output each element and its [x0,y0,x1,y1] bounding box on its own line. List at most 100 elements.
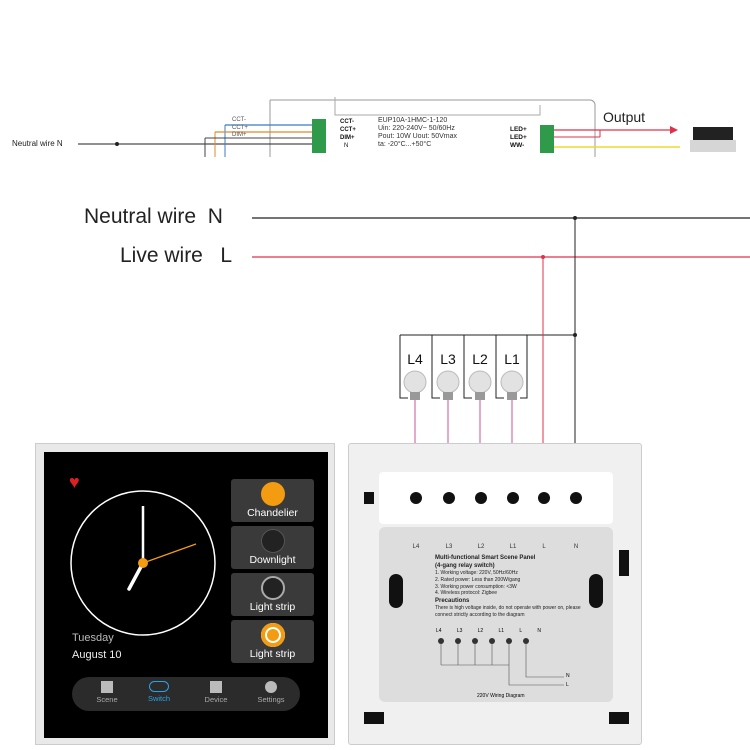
terminal-label: L3 [445,544,453,550]
terminal-label: N [573,544,579,550]
nav-label: Device [204,695,228,704]
diagram-caption: 220V Wiring Diagram [477,693,525,699]
wire-label-dim-plus: DIM+ [232,131,247,138]
precautions-title: Precautions [435,598,470,605]
spec-line: 1. Working voltage: 220V, 50Hz/60Hz [435,570,518,577]
nav-device[interactable]: Device [191,681,241,704]
mini-label: L4 [436,628,442,634]
driver-label: EUP10A-1HMC-1-120 Uin: 220-240V~ 50/60Hz… [378,117,457,149]
downlight-icon [260,529,285,553]
chandelier-icon [260,482,285,506]
neutral-label-text: Neutral wire [84,205,197,228]
smart-panel-back: L4 L3 L2 L1 L N Multi-functional Smart S… [348,443,642,745]
spec-subtitle: (4-gang relay switch) [435,563,495,570]
top-diagram: Neutral wire N CCT- CCT+ DIM+ CCT- CCT+ … [0,95,750,157]
label-area [379,527,613,702]
driver-spec: Uin: 220-240V~ 50/60Hz [378,125,455,132]
mini-terminal-labels: L4 L3 L2 L1 L N [436,628,541,634]
terminal-label: L [542,544,546,550]
nav-switch[interactable]: Switch [134,681,184,703]
spec-line: 4. Wireless protocol: Zigbee [435,590,497,597]
clip [619,550,629,576]
mini-line-n: N [566,673,570,679]
driver-spec: Pout: 10W Uout: 50Vmax [378,133,457,140]
mini-label: N [537,628,541,634]
terminal-n [570,492,582,504]
bulb-label-l2: L2 [472,351,488,367]
mini-label: L [519,628,523,634]
tile-label: Downlight [249,554,296,566]
output-label: Output [603,109,646,125]
gear-icon [265,681,277,693]
top-diagram-drawing [78,97,736,157]
nav-scene[interactable]: Scene [82,681,132,704]
tile-chandelier[interactable]: Chandelier [231,479,314,522]
wire-label-cct-plus: CCT+ [232,124,248,131]
driver-terminal: CCT+ [340,127,356,133]
tile-light-strip-1[interactable]: Light strip [231,573,314,616]
spec-line: 3. Working power consumption: <3W [435,583,517,590]
output-terminal: LED+ [510,126,527,133]
clip [364,492,374,504]
terminal-l2 [475,492,487,504]
nav-settings[interactable]: Settings [246,681,296,704]
second-hand [142,543,197,564]
bottom-nav: Scene Switch Device Settings [72,677,300,711]
neutral-wire-label-small: Neutral wire N [12,139,63,148]
terminal-l3 [443,492,455,504]
tile-downlight[interactable]: Downlight [231,526,314,569]
day-label: Tuesday [72,632,114,644]
mini-label: L3 [456,628,463,634]
mini-line-l: L [566,682,569,688]
driver-terminal: CCT- [340,119,354,125]
mini-wiring-diagram [438,638,564,686]
nav-label: Scene [96,695,118,704]
live-letter: L [220,244,233,267]
clip [609,712,629,724]
analog-clock [70,490,216,636]
nav-label: Switch [147,694,171,703]
output-terminal-block: LED+ LED+ WW- [510,126,527,150]
nav-label: Settings [257,695,285,704]
heart-icon[interactable]: ♥ [69,472,80,492]
live-wire-label: Live wire L [120,244,232,268]
spec-label: Multi-functional Smart Scene Panel (4-ga… [435,554,585,619]
spec-line: 2. Rated power: Less than 200W/gang [435,576,521,583]
mini-label: L2 [477,628,484,634]
terminal-l4 [410,492,422,504]
tile-label: Light strip [249,601,296,613]
terminal-label: L1 [509,544,517,550]
output-terminal: WW- [510,142,525,149]
mini-label: L1 [498,628,505,634]
tile-light-strip-2[interactable]: Light strip [231,620,314,663]
terminal-label: L4 [412,544,420,550]
terminal-l [538,492,550,504]
tile-label: Light strip [249,648,296,660]
live-label-text: Live wire [120,244,203,267]
touch-screen: ♥ Tuesday August 10 Chandelier Downlight… [44,452,328,738]
grid-icon [101,681,113,693]
wire-label-cct-minus: CCT- [232,117,246,123]
mount-slot [389,574,403,608]
terminal-l1 [507,492,519,504]
precautions-text: There is high voltage inside, do not ope… [435,605,581,619]
bulb-label-l1: L1 [504,351,520,367]
driver-terminal: N [344,143,349,149]
driver-spec: ta: -20°C...+50°C [378,141,432,148]
spec-title: Multi-functional Smart Scene Panel [435,555,536,561]
bulb-label-l3: L3 [440,351,456,367]
bulb-label-l4: L4 [407,351,423,367]
mount-slot [589,574,603,608]
terminal-label: L2 [477,544,485,550]
neutral-letter: N [207,205,223,228]
ring-icon [260,576,285,600]
driver-terminal-block: CCT- CCT+ DIM+ N [340,118,356,150]
ring-icon [260,623,285,647]
bulbs [403,370,524,400]
smart-panel-front: ♥ Tuesday August 10 Chandelier Downlight… [35,443,335,745]
driver-terminal: DIM+ [340,135,355,141]
neutral-wire-label: Neutral wire N [84,205,223,229]
clip [364,712,384,724]
driver-model: EUP10A-1HMC-1-120 [378,117,448,124]
device-icon [210,681,222,693]
